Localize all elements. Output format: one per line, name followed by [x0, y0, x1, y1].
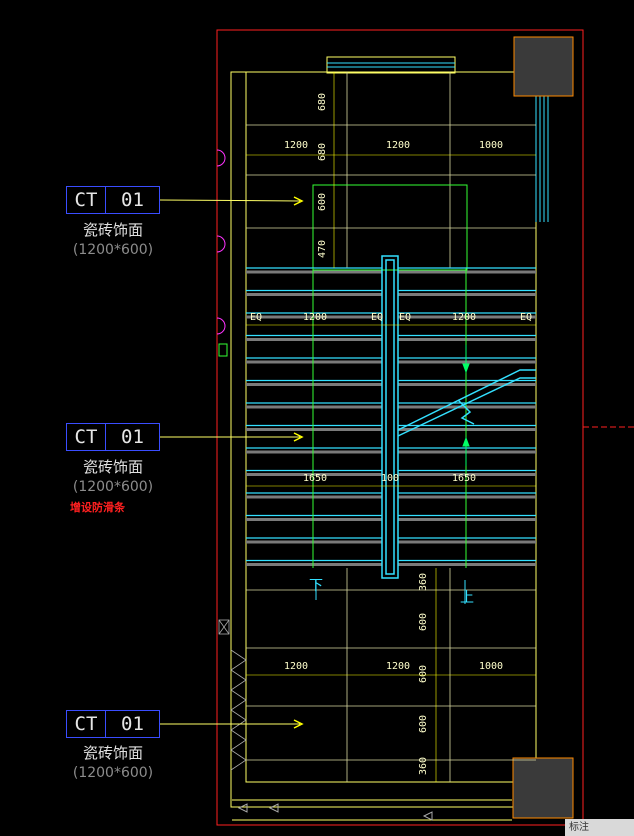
leader-lines: [159, 196, 304, 729]
left-symbols: [216, 149, 226, 335]
dimension-label: EQ: [250, 312, 262, 323]
column-bottom: [512, 757, 574, 819]
dimension-label: 1200: [303, 312, 327, 323]
tag-code: CT: [67, 424, 106, 450]
tag-code: CT: [67, 187, 106, 213]
stair-guides: [312, 268, 467, 568]
stair-up-label: 上: [460, 590, 474, 606]
stair-down-label: 下: [309, 578, 323, 594]
dimension-label: EQ: [520, 312, 532, 323]
tag-box[interactable]: CT 01: [66, 423, 160, 451]
dimension-label: 1200: [386, 661, 410, 672]
tag-title: 瓷砖饰面: [82, 221, 143, 239]
tag-title: 瓷砖饰面: [82, 458, 143, 476]
leader-arrow: [293, 196, 304, 206]
tag-title: 瓷砖饰面: [82, 744, 143, 762]
dimension-label: 1200: [284, 140, 308, 151]
annotation-badge[interactable]: 标注: [565, 819, 634, 836]
dimension-label: 600: [418, 715, 429, 733]
dimension-label: 1650: [452, 473, 476, 484]
tag-box[interactable]: CT 01: [66, 710, 160, 738]
dimension-label: 1200: [284, 661, 308, 672]
dimension-label: 600: [418, 665, 429, 683]
dimension-label: 1000: [479, 661, 503, 672]
dimension-label: 680: [317, 93, 328, 111]
dimension-label: 1200: [452, 312, 476, 323]
stair-treads: [246, 267, 536, 566]
dimension-label: 600: [317, 193, 328, 211]
dimension-label: 1200: [386, 140, 410, 151]
dimension-label: 470: [317, 240, 328, 258]
tag-size: (1200*600): [72, 765, 154, 781]
top-landing-grid: [246, 72, 536, 268]
tag-code: CT: [67, 711, 106, 737]
tag-size: (1200*600): [72, 479, 154, 495]
column-top: [513, 36, 574, 97]
direction-arrows: [462, 345, 470, 466]
dimension-label: 1000: [479, 140, 503, 151]
dimension-label: 680: [317, 143, 328, 161]
tag-number: 01: [121, 188, 144, 211]
tag-note: 增设防滑条: [70, 501, 125, 514]
walls: [230, 56, 537, 821]
leader-arrow: [293, 719, 304, 729]
dimension-label: 600: [418, 613, 429, 631]
leader-line: [159, 199, 301, 202]
bottom-triangles: [237, 803, 433, 821]
dimension-label: 360: [418, 757, 429, 775]
green-frame-top: [312, 184, 468, 271]
dimension-label: EQ: [371, 312, 383, 323]
tag-box[interactable]: CT 01: [66, 186, 160, 214]
door-swing-bottom-left: [218, 619, 247, 771]
dimension-label: EQ: [399, 312, 411, 323]
marker-h: [218, 343, 228, 357]
tag-number: 01: [121, 712, 144, 735]
tag-size: (1200*600): [72, 242, 154, 258]
dimension-label: 1650: [303, 473, 327, 484]
stair-well: [381, 255, 536, 579]
leader-arrow: [293, 432, 304, 442]
tag-number: 01: [121, 425, 144, 448]
dimension-label: 100: [381, 473, 399, 484]
dimension-label: 360: [418, 573, 429, 591]
window-strip: [535, 96, 549, 222]
